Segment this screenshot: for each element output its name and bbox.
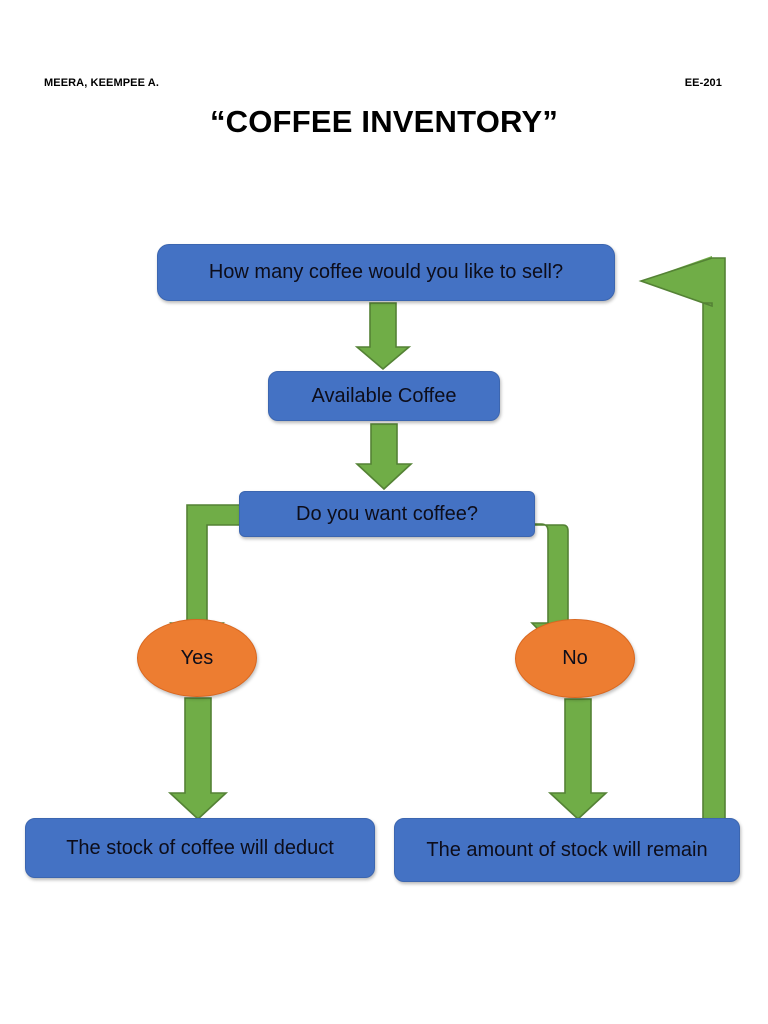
edge-available-to-decision-arrow — [357, 424, 411, 489]
flow-node-no[interactable]: No — [515, 619, 635, 698]
flow-node-question[interactable]: How many coffee would you like to sell? — [157, 244, 615, 301]
flow-node-stock-remain[interactable]: The amount of stock will remain — [394, 818, 740, 882]
flow-node-stock-deduct[interactable]: The stock of coffee will deduct — [25, 818, 375, 878]
edge-yes-to-deduct-arrow — [170, 698, 226, 819]
flow-node-available-coffee[interactable]: Available Coffee — [268, 371, 500, 421]
flow-node-decision[interactable]: Do you want coffee? — [239, 491, 535, 537]
edge-question-to-available-arrow — [357, 303, 409, 369]
edge-no-to-remain-arrow — [550, 699, 606, 819]
edge-remain-to-question-loop-arrow — [641, 256, 725, 825]
flow-node-yes[interactable]: Yes — [137, 619, 257, 697]
